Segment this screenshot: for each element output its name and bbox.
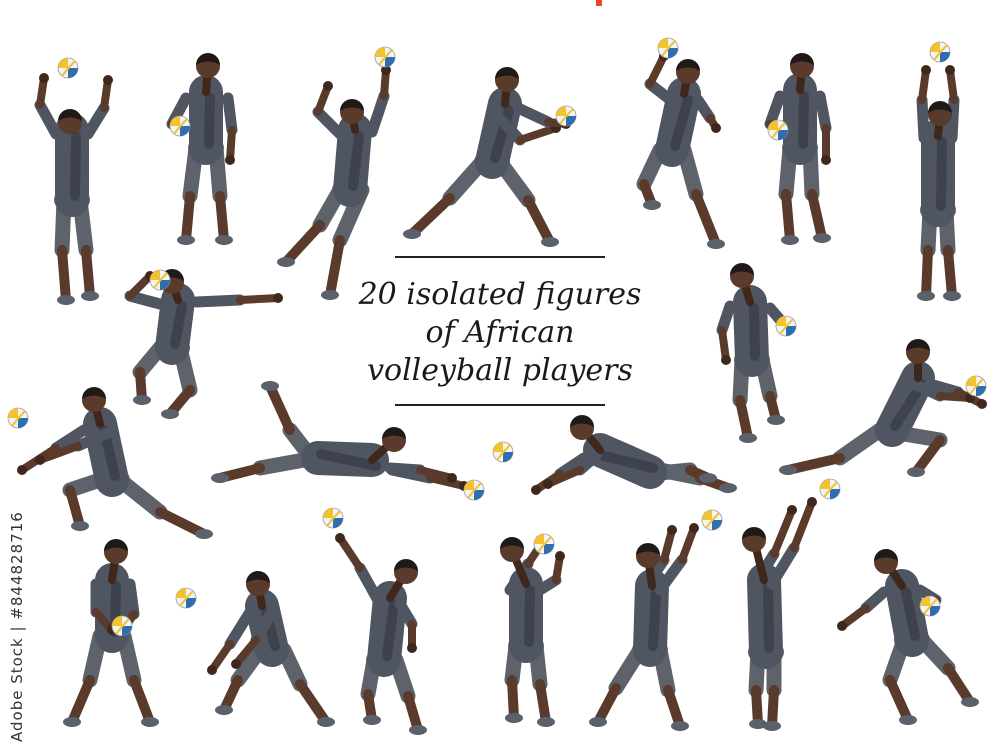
- shoe-icon: [589, 717, 607, 727]
- shoe-icon: [505, 713, 523, 723]
- shoe-icon: [917, 291, 935, 301]
- shoe-icon: [141, 717, 159, 727]
- volleyball-icon: [322, 507, 344, 529]
- player-spiking: [277, 46, 396, 300]
- shoe-icon: [899, 715, 917, 725]
- player-holding-ball-front: [764, 53, 832, 245]
- shoe-icon: [277, 257, 295, 267]
- shoe-icon: [671, 721, 689, 731]
- player-walking-ball: [716, 263, 797, 443]
- shoe-icon: [215, 705, 233, 715]
- shoe-icon: [409, 725, 427, 735]
- shoe-icon: [719, 483, 737, 493]
- shoe-icon: [71, 521, 89, 531]
- caption-rule-bottom: [395, 404, 605, 406]
- player-lunge-bump-right: [779, 339, 987, 477]
- caption-rule-top: [395, 256, 605, 258]
- caption-line-1: 20 isolated figures: [358, 277, 642, 312]
- shoe-icon: [739, 433, 757, 443]
- stock-id-text: Adobe Stock | #844828716: [8, 511, 26, 742]
- player-setting-side: [589, 509, 723, 731]
- volleyball-icon: [374, 46, 396, 68]
- shoe-icon: [57, 295, 75, 305]
- shoe-icon: [781, 235, 799, 245]
- player-lunge-bump-left: [7, 387, 213, 539]
- caption-line-3: volleyball players: [367, 353, 633, 388]
- volleyball-icon: [929, 41, 951, 63]
- volleyball-icon: [175, 587, 197, 609]
- shoe-icon: [907, 467, 925, 477]
- volleyball-icon: [169, 115, 191, 137]
- volleyball-icon: [819, 478, 841, 500]
- volleyball-icon: [463, 479, 485, 501]
- player-setting-front: [500, 533, 565, 727]
- player-jump-hit: [124, 269, 283, 419]
- volleyball-icon: [701, 509, 723, 531]
- shoe-icon: [537, 717, 555, 727]
- shoe-icon: [261, 381, 279, 391]
- player-jump-serve: [636, 37, 725, 249]
- shoe-icon: [363, 715, 381, 725]
- volleyball-icon: [657, 37, 679, 59]
- volleyball-icon: [775, 315, 797, 337]
- volleyball-icon: [149, 269, 171, 291]
- player-running-ball: [837, 549, 979, 725]
- shoe-icon: [81, 291, 99, 301]
- shoe-icon: [133, 395, 151, 405]
- volleyball-icon: [7, 407, 29, 429]
- player-low-dig: [175, 571, 335, 727]
- shoe-icon: [211, 473, 229, 483]
- shoe-icon: [317, 717, 335, 727]
- shoe-icon: [943, 291, 961, 301]
- player-diving-left: [211, 381, 485, 501]
- shoe-icon: [215, 235, 233, 245]
- player-block-reach: [742, 478, 841, 731]
- shoe-icon: [763, 721, 781, 731]
- volleyball-icon: [555, 105, 577, 127]
- accent-mark: [596, 0, 602, 6]
- shoe-icon: [699, 473, 717, 483]
- shoe-icon: [63, 717, 81, 727]
- volleyball-icon: [492, 441, 514, 463]
- shoe-icon: [195, 529, 213, 539]
- player-overhead-reach: [322, 507, 427, 735]
- volleyball-icon: [57, 57, 79, 79]
- shoe-icon: [403, 229, 421, 239]
- shoe-icon: [779, 465, 797, 475]
- shoe-icon: [767, 415, 785, 425]
- player-setting-back: [34, 57, 113, 305]
- player-holding-ball-back: [166, 53, 238, 245]
- shoe-icon: [541, 237, 559, 247]
- caption: 20 isolated figures of African volleybal…: [340, 256, 660, 406]
- player-bumping-lunge: [403, 67, 577, 247]
- player-blocking-jump: [916, 41, 961, 301]
- shoe-icon: [161, 409, 179, 419]
- volleyball-icon: [111, 615, 133, 637]
- volleyball-icon: [533, 533, 555, 555]
- shoe-icon: [813, 233, 831, 243]
- volleyball-icon: [767, 119, 789, 141]
- shoe-icon: [749, 719, 767, 729]
- shoe-icon: [961, 697, 979, 707]
- shoe-icon: [643, 200, 661, 210]
- shoe-icon: [177, 235, 195, 245]
- volleyball-icon: [919, 595, 941, 617]
- volleyball-icon: [965, 375, 987, 397]
- shoe-icon: [707, 239, 725, 249]
- player-diving-right: [492, 415, 737, 495]
- player-ready-ball: [63, 539, 159, 727]
- caption-line-2: of African: [425, 315, 575, 350]
- shoe-icon: [321, 290, 339, 300]
